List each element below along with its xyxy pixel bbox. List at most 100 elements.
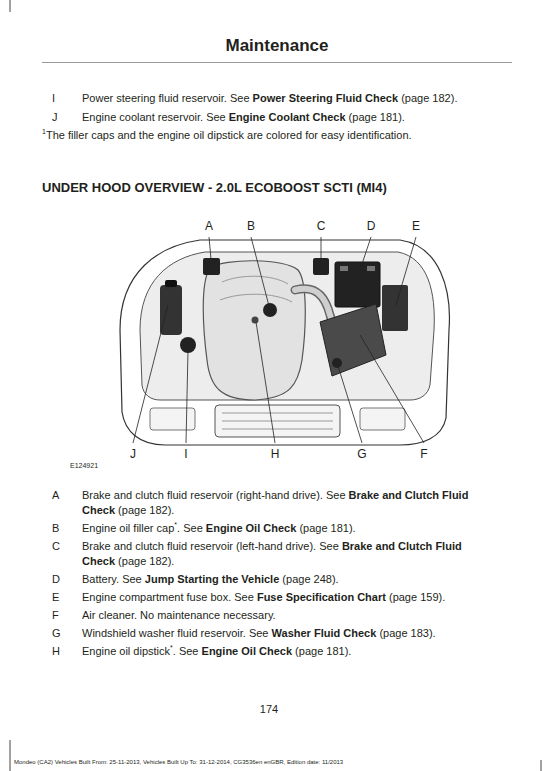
coolant-reservoir [160,285,182,335]
leader-line [133,305,168,443]
list-item: CBrake and clutch fluid reservoir (left-… [52,539,512,569]
list-item: E Engine compartment fuse box. SeeFuse Sp… [52,590,512,605]
item-text: Brake and clutch fluid reservoir (left-h… [82,540,339,552]
cross-reference: Power Steering Fluid Check [253,92,398,104]
list-item: I Power steering fluid reservoir. SeePowe… [52,91,512,106]
item-text: (page 182). [118,555,174,567]
list-item: J Engine coolant reservoir. SeeEngine Coo… [52,110,512,125]
engine-bay-outline [140,252,434,400]
fuse-box [382,285,408,331]
car-body-outline [120,240,449,445]
grille-slats [222,413,333,429]
leader-line [209,237,211,259]
leader-line [358,237,371,276]
footnote-marker: * [174,521,177,528]
callout-letter: G [357,447,366,461]
page-title: Maintenance [42,36,512,56]
cross-reference: Jump Starting the Vehicle [145,573,279,585]
footer-text: Mondeo (CA2) Vehicles Built From: 25-11-… [14,759,343,766]
leader-line [321,237,322,259]
leader-line [338,366,362,443]
list-item: H Engine oil dipstick*. SeeEngine Oil Che… [52,644,512,659]
item-letter: J [52,110,58,125]
item-text: The filler caps and the engine oil dipst… [46,129,412,141]
item-body: Battery. SeeJump Starting the Vehicle(pa… [82,572,512,587]
battery-terminal [340,266,348,271]
list-item: 1The filler caps and the engine oil dips… [42,128,512,143]
radiator-grille [215,405,340,437]
item-body: Engine compartment fuse box. SeeFuse Spe… [82,590,512,605]
item-letter: E [52,590,59,605]
item-text: Brake and clutch fluid reservoir (right-… [82,489,346,501]
cross-reference: Washer Fluid Check [272,627,377,639]
washer-fluid-cap [332,358,342,368]
coolant-cap [165,280,177,287]
item-body: 1The filler caps and the engine oil dips… [42,128,512,143]
page-number: 174 [260,703,278,716]
header-rule [42,62,512,63]
item-text: (page 182). [401,92,457,104]
callout-letter: H [271,447,280,461]
list-item: B Engine oil filler cap*. SeeEngine Oil C… [52,521,512,536]
item-text: Power steering fluid reservoir. See [82,92,250,104]
section-heading: UNDER HOOD OVERVIEW - 2.0L ECOBOOST SCTI… [42,180,387,196]
image-code: E124921 [70,462,98,470]
item-body: Windshield washer fluid reservoir. See Wa… [82,626,512,641]
crop-mark [541,760,542,771]
footnote-marker: 1 [42,128,46,135]
item-text: Battery. See [82,573,142,585]
item-text: (page 182). [118,504,174,516]
item-letter: G [52,626,61,641]
callout-letter: I [184,447,187,461]
callout-letter: C [317,219,326,233]
list-item: GWindshield washer fluid reservoir. SeeW… [52,626,512,641]
cross-reference: Fuse Specification Chart [257,591,386,603]
item-text: (page 181). [295,645,351,657]
engine-cover-ribs [220,276,292,302]
item-letter: H [52,644,60,659]
crop-mark [10,0,11,12]
item-letter: F [52,608,59,623]
cross-reference: Engine Oil Check [206,522,296,534]
callout-letter: A [205,219,213,233]
item-text: Engine compartment fuse box. See [82,591,254,603]
item-text: . See [173,645,199,657]
item-body: Brake and clutch fluid reservoir (right-… [82,488,512,518]
battery [335,262,380,307]
callout-letter: F [420,447,427,461]
crop-mark [10,740,11,771]
item-body: Engine oil filler cap*. SeeEngine Oil Ch… [82,521,512,536]
item-text: . See [177,522,203,534]
item-text: (page 159). [389,591,445,603]
leader-line [186,350,188,443]
item-text: (page 248). [282,573,338,585]
callout-letter: J [130,447,136,461]
leader-line [360,335,424,443]
oil-dipstick [252,317,259,324]
battery-terminal [367,266,375,271]
engine-cover [203,261,305,400]
item-letter: B [52,521,59,536]
item-body: Engine coolant reservoir. SeeEngine Cool… [82,110,512,125]
leader-line [256,322,275,443]
item-body: Air cleaner. No maintenance necessary. [82,608,512,623]
oil-filler-cap [263,303,277,317]
cross-reference: Engine Coolant Check [229,111,346,123]
air-cleaner [320,304,386,376]
item-text: Engine oil dipstick [82,645,170,657]
brake-fluid-reservoir-rhd [203,258,220,275]
callout-letter: E [412,219,420,233]
brake-fluid-reservoir-lhd [313,258,329,275]
item-text: Windshield washer fluid reservoir. See [82,627,268,639]
list-item: F Air cleaner. No maintenance necessary. [52,608,512,623]
item-text: (page 181). [349,111,405,123]
item-body: Power steering fluid reservoir. SeePower… [82,91,512,106]
item-text: Air cleaner. No maintenance necessary. [82,609,276,621]
headlamp [150,408,195,430]
item-letter: I [52,91,55,106]
leader-lines [133,237,424,443]
callout-letter: B [247,219,255,233]
leader-line [251,237,269,306]
item-body: Engine oil dipstick*. SeeEngine Oil Chec… [82,644,512,659]
